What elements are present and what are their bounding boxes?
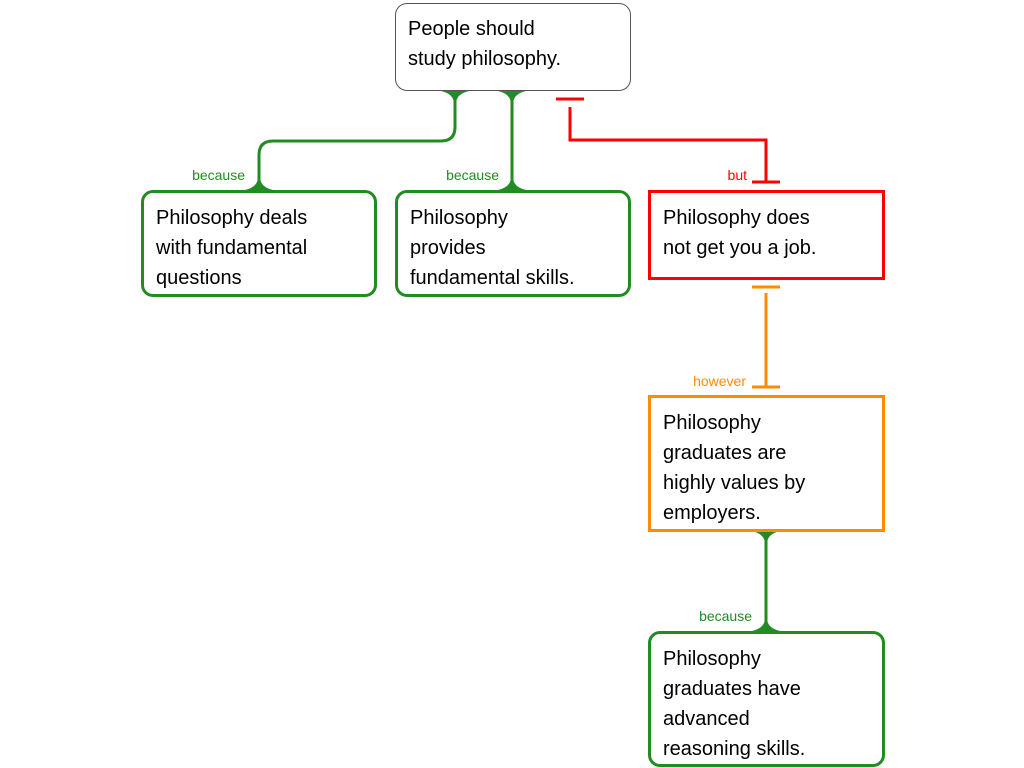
- node-reason-fundamental-skills-text: Philosophy provides fundamental skills.: [410, 207, 575, 289]
- node-reason-fundamental-questions[interactable]: Philosophy deals with fundamental questi…: [141, 190, 377, 297]
- support-arrowhead-claim-center: [498, 91, 526, 104]
- support-arrowhead-rebuttal: [752, 531, 780, 544]
- support-foot-reason2: [498, 177, 526, 190]
- node-reason-fundamental-questions-text: Philosophy deals with fundamental questi…: [156, 207, 308, 289]
- support-foot-reason1: [245, 177, 273, 190]
- link-rebuttal-objection: [752, 285, 780, 389]
- support-foot-reason3: [752, 618, 780, 631]
- support-arrowhead-claim-left: [441, 91, 469, 104]
- link-objection-claim: [556, 97, 780, 184]
- node-objection-no-job[interactable]: Philosophy does not get you a job.: [648, 190, 885, 280]
- link-label-because-1: because: [192, 167, 245, 183]
- link-label-however: however: [693, 373, 746, 389]
- node-reason-reasoning-skills[interactable]: Philosophy graduates have advanced reaso…: [648, 631, 885, 767]
- node-reason-reasoning-skills-text: Philosophy graduates have advanced reaso…: [663, 648, 806, 760]
- node-reason-fundamental-skills[interactable]: Philosophy provides fundamental skills.: [395, 190, 631, 297]
- node-main-claim[interactable]: People should study philosophy.: [395, 3, 631, 91]
- node-rebuttal-valued-by-employers[interactable]: Philosophy graduates are highly values b…: [648, 395, 885, 532]
- link-label-because-2: because: [446, 167, 499, 183]
- node-objection-no-job-text: Philosophy does not get you a job.: [663, 207, 817, 259]
- link-label-because-3: because: [699, 608, 752, 624]
- node-main-claim-text: People should study philosophy.: [408, 18, 562, 70]
- node-rebuttal-valued-by-employers-text: Philosophy graduates are highly values b…: [663, 412, 806, 524]
- link-reason1-claim: [257, 92, 457, 190]
- link-label-but: but: [727, 167, 747, 183]
